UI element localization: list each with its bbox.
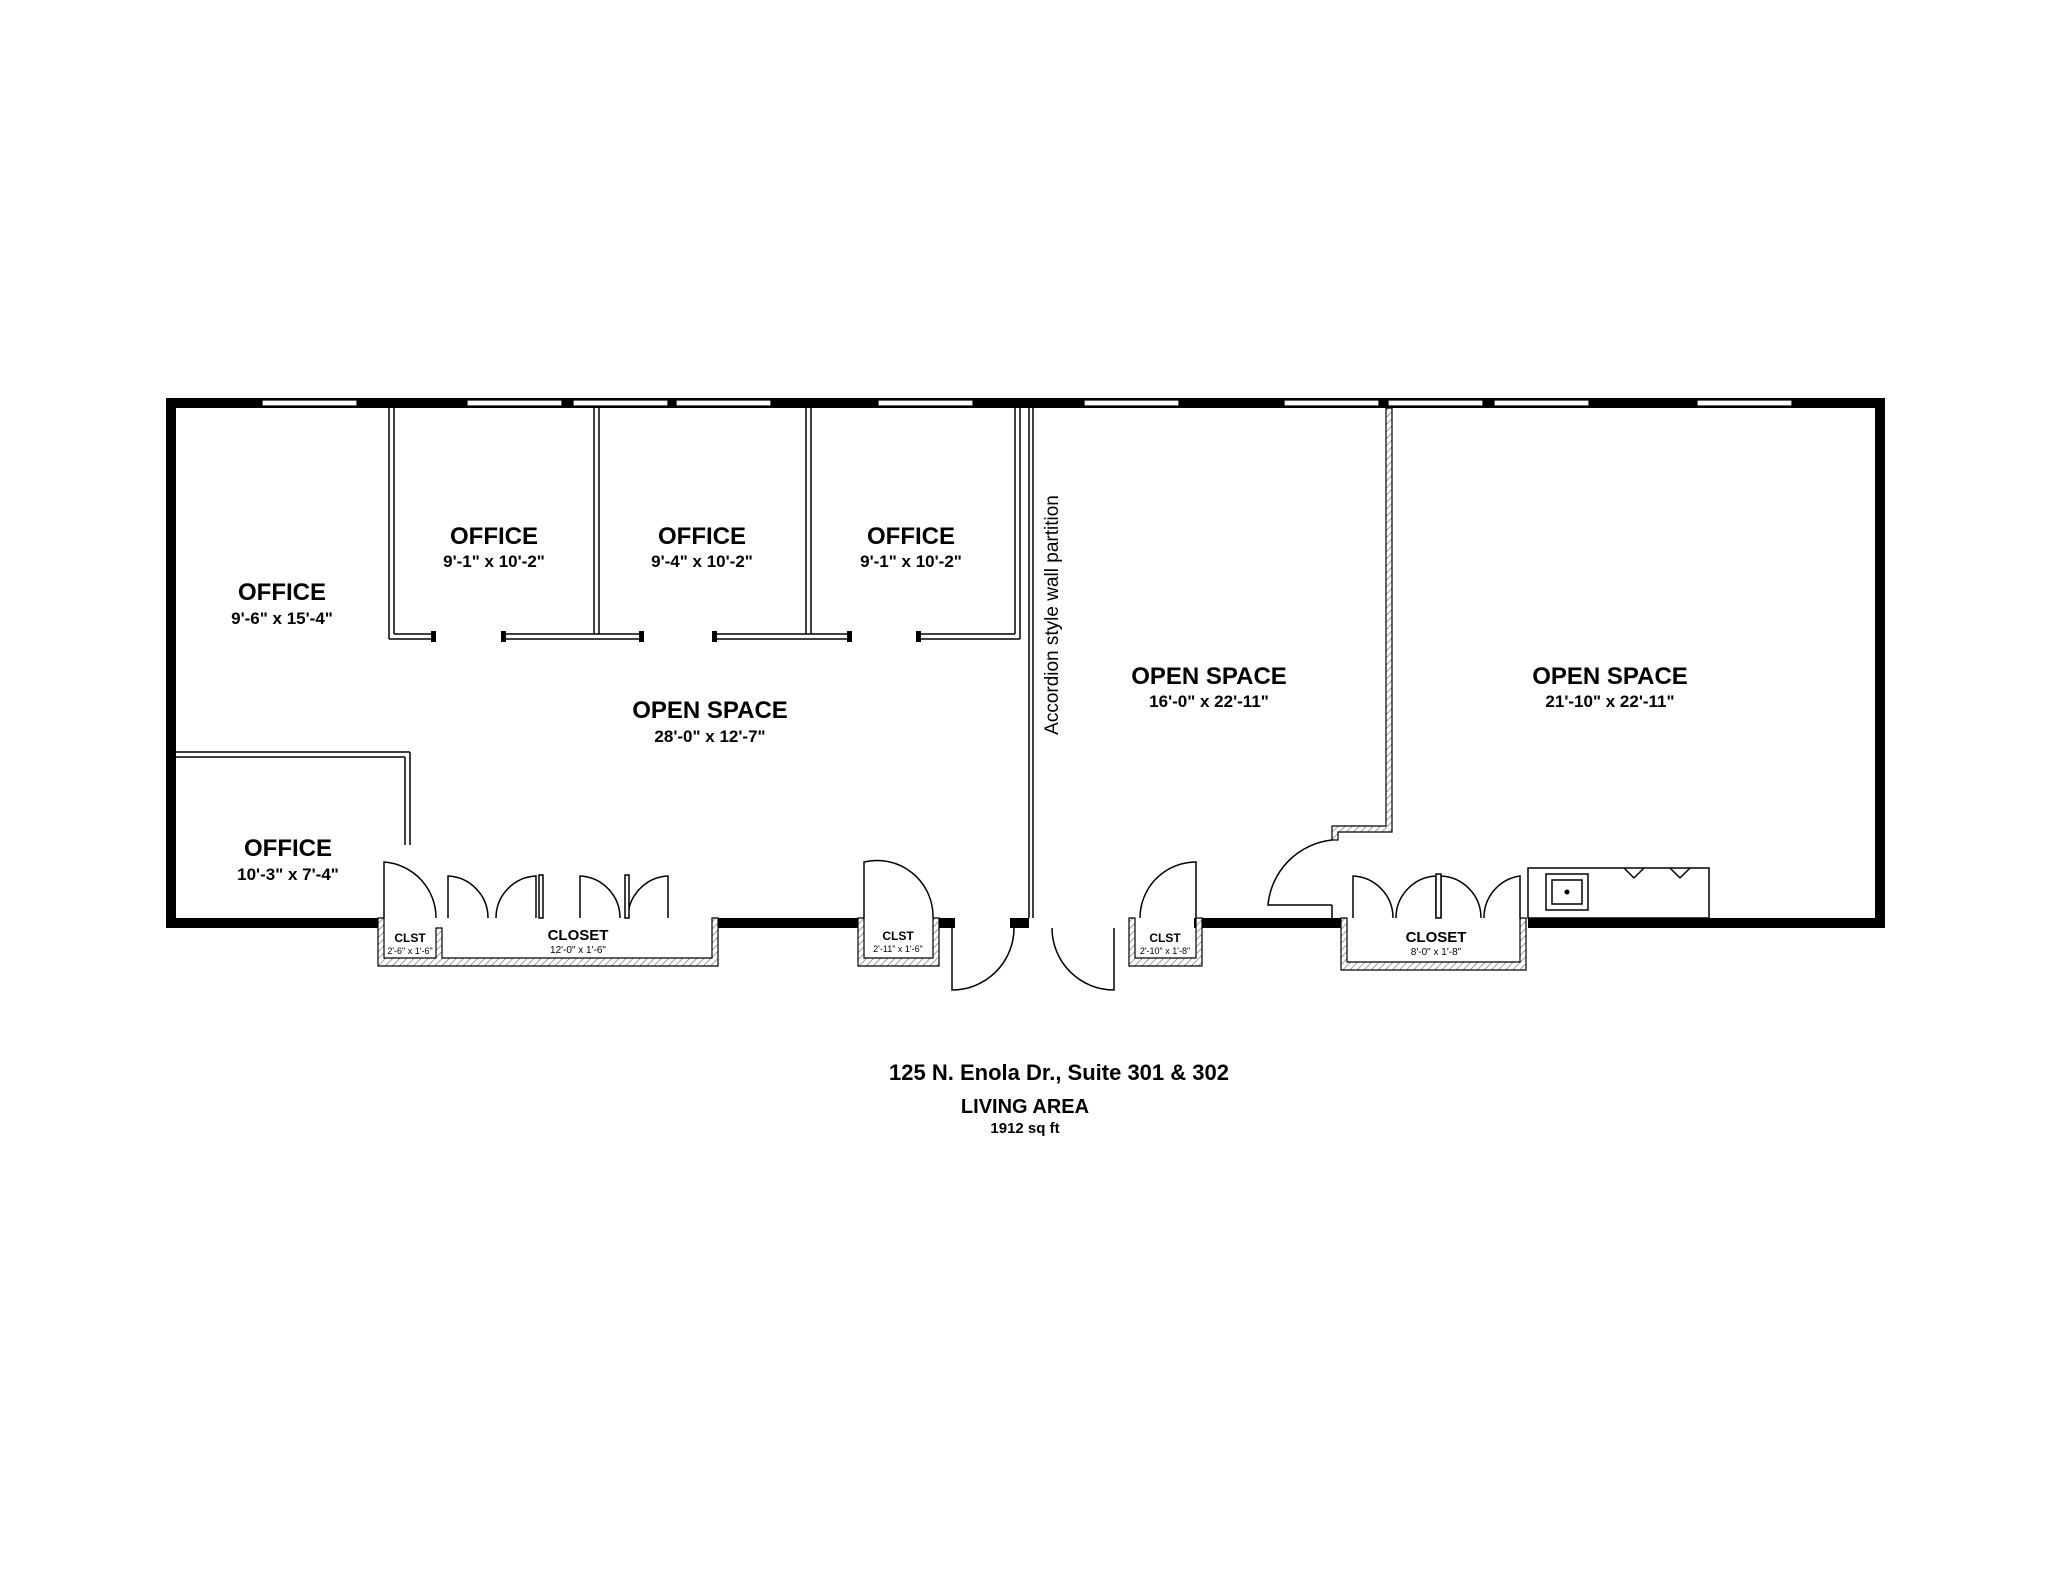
room-name: OPEN SPACE	[1532, 663, 1688, 690]
closet-closet-2: CLOSET 8'-0" x 1'-8"	[1406, 929, 1467, 958]
closet-dimensions: 12'-0" x 1'-6"	[550, 945, 606, 956]
room-office-left: OFFICE 9'-6" x 15'-4"	[231, 579, 333, 628]
doors	[383, 839, 1521, 991]
room-office-bottom: OFFICE 10'-3" x 7'-4"	[237, 835, 339, 884]
room-open-space-1: OPEN SPACE 28'-0" x 12'-7"	[632, 697, 788, 746]
room-name: OPEN SPACE	[632, 697, 788, 724]
partition-label: Accordion style wall partition	[1042, 495, 1063, 735]
exterior-walls	[166, 398, 1885, 928]
room-name: OFFICE	[867, 523, 955, 550]
closet-name: CLST	[394, 931, 426, 945]
room-dimensions: 10'-3" x 7'-4"	[237, 865, 339, 884]
closet-closet-1: CLOSET 12'-0" x 1'-6"	[548, 927, 609, 956]
closet-dimensions: 8'-0" x 1'-8"	[1411, 947, 1462, 958]
closet-name: CLOSET	[1406, 929, 1467, 946]
room-dimensions: 28'-0" x 12'-7"	[654, 727, 765, 746]
kitchenette-counter	[1527, 867, 1710, 919]
closet-clst-2: CLST 2'-11" x 1'-6"	[873, 929, 923, 954]
room-name: OFFICE	[238, 579, 326, 606]
closet-clst-3: CLST 2'-10" x 1'-8"	[1140, 931, 1190, 956]
room-dimensions: 9'-1" x 10'-2"	[860, 552, 962, 571]
room-name: OFFICE	[244, 835, 332, 862]
closet-clst-1: CLST 2'-6" x 1'-6"	[387, 931, 432, 956]
interior-walls	[176, 407, 1393, 918]
room-dimensions: 9'-4" x 10'-2"	[651, 552, 753, 571]
room-open-space-2: OPEN SPACE 16'-0" x 22'-11"	[1131, 663, 1287, 711]
room-dimensions: 9'-6" x 15'-4"	[231, 609, 333, 628]
room-dimensions: 9'-1" x 10'-2"	[443, 552, 545, 571]
closet-walls	[377, 917, 1527, 971]
room-office-1: OFFICE 9'-1" x 10'-2"	[443, 523, 545, 571]
room-open-space-3: OPEN SPACE 21'-10" x 22'-11"	[1532, 663, 1688, 711]
closet-dimensions: 2'-10" x 1'-8"	[1140, 946, 1190, 956]
room-dimensions: 16'-0" x 22'-11"	[1149, 692, 1269, 711]
closet-name: CLST	[1149, 931, 1181, 945]
living-area-title: LIVING AREA	[961, 1096, 1089, 1118]
room-office-3: OFFICE 9'-1" x 10'-2"	[860, 523, 962, 571]
closet-name: CLOSET	[548, 927, 609, 944]
room-name: OFFICE	[450, 523, 538, 550]
room-office-2: OFFICE 9'-4" x 10'-2"	[651, 523, 753, 571]
windows	[261, 399, 1793, 407]
property-address: 125 N. Enola Dr., Suite 301 & 302	[889, 1060, 1229, 1085]
room-name: OFFICE	[658, 523, 746, 550]
room-dimensions: 21'-10" x 22'-11"	[1545, 692, 1674, 711]
closet-name: CLST	[882, 929, 914, 943]
room-name: OPEN SPACE	[1131, 663, 1287, 690]
closet-dimensions: 2'-6" x 1'-6"	[387, 946, 432, 956]
closet-dimensions: 2'-11" x 1'-6"	[873, 944, 923, 954]
living-area-value: 1912 sq ft	[990, 1120, 1059, 1137]
